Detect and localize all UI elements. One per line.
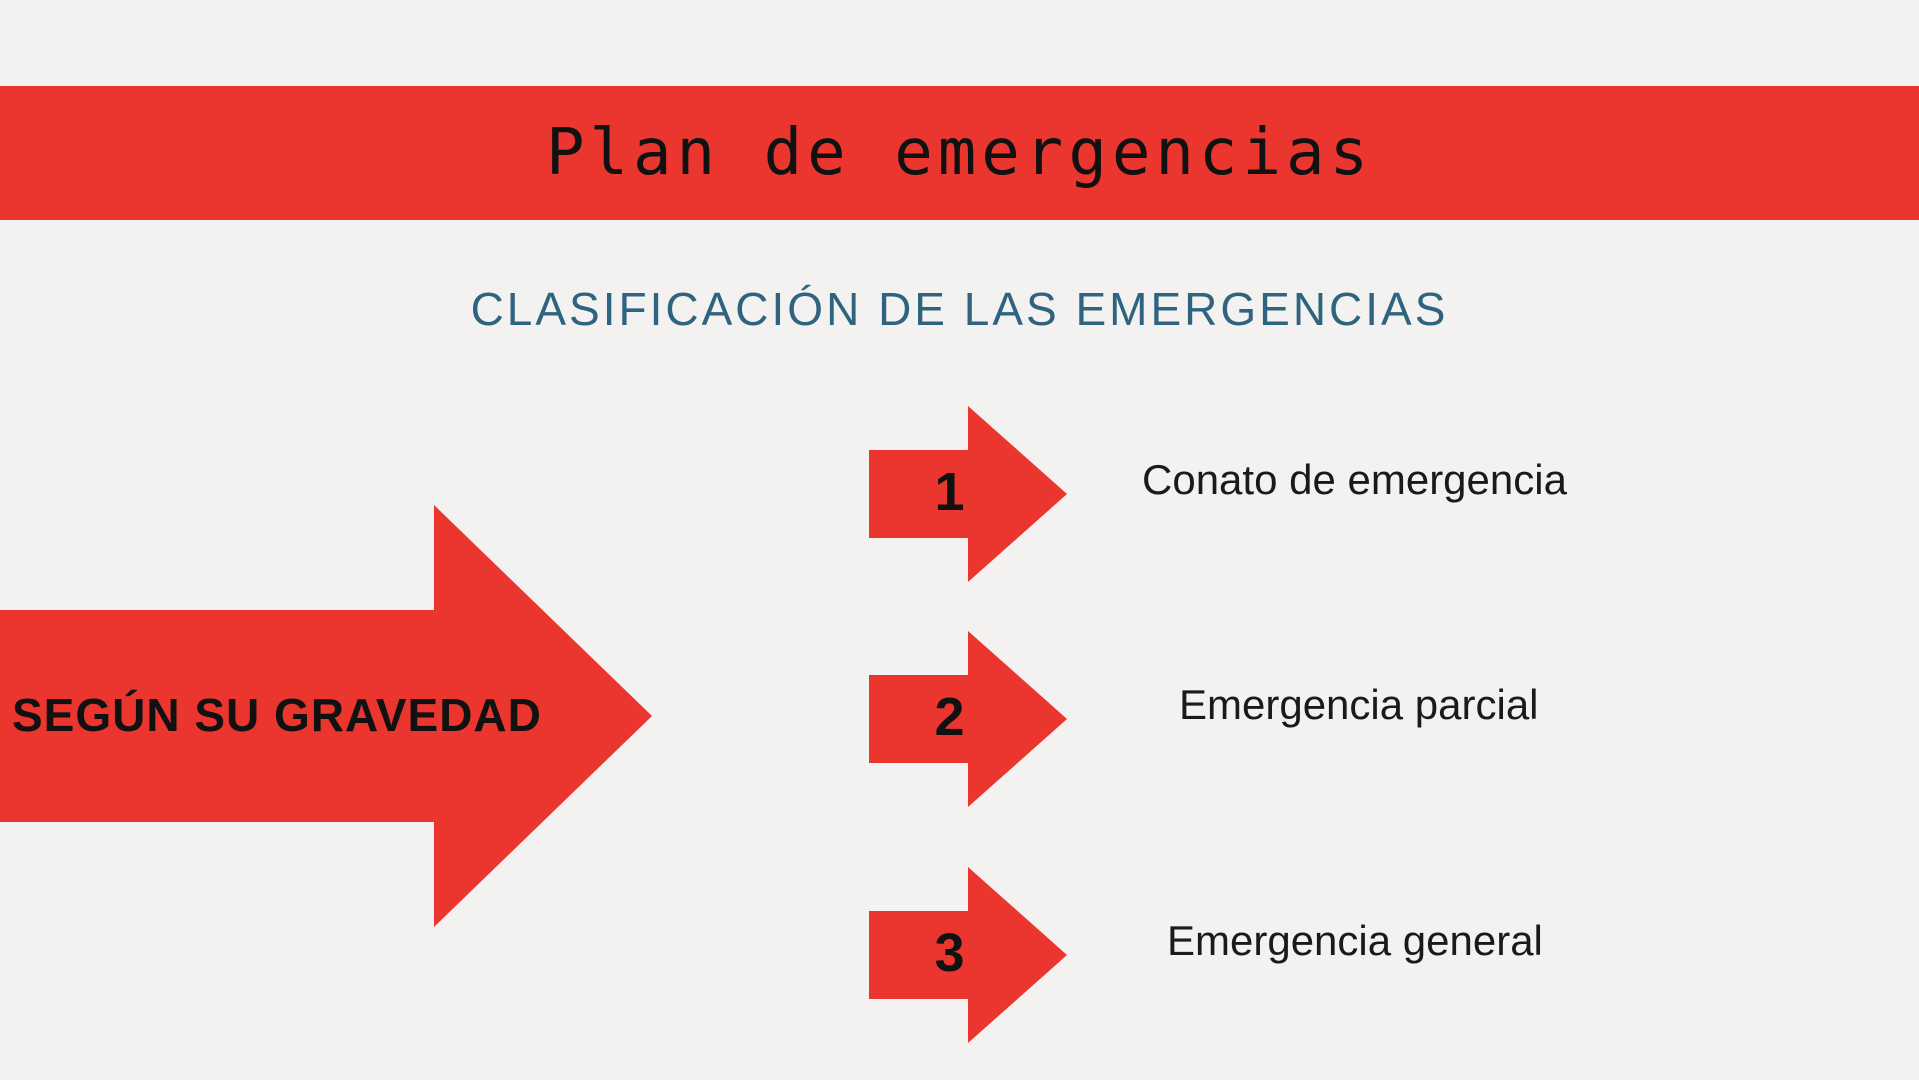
item-number: 3 — [934, 923, 965, 983]
item-number: 1 — [934, 462, 965, 522]
list-item-1: 1 Conato de emergencia — [869, 406, 1769, 582]
title-banner: Plan de emergencias — [0, 86, 1919, 220]
big-arrow: SEGÚN SU GRAVEDAD — [0, 505, 652, 927]
item-label: Emergencia general — [1167, 917, 1543, 964]
item-label: Emergencia parcial — [1179, 681, 1539, 728]
item-label: Conato de emergencia — [1142, 456, 1567, 503]
list-item-2: 2 Emergencia parcial — [869, 631, 1769, 807]
list-item-3: 3 Emergencia general — [869, 867, 1769, 1043]
arrow-right-icon — [869, 631, 1067, 807]
page-title: Plan de emergencias — [545, 116, 1374, 190]
big-right-arrow-icon — [0, 505, 652, 927]
arrow-right-icon — [869, 867, 1067, 1043]
item-number: 2 — [934, 687, 965, 747]
arrow-right-icon — [869, 406, 1067, 582]
subtitle: CLASIFICACIÓN DE LAS EMERGENCIAS — [470, 283, 1449, 335]
big-arrow-label: SEGÚN SU GRAVEDAD — [12, 689, 542, 741]
